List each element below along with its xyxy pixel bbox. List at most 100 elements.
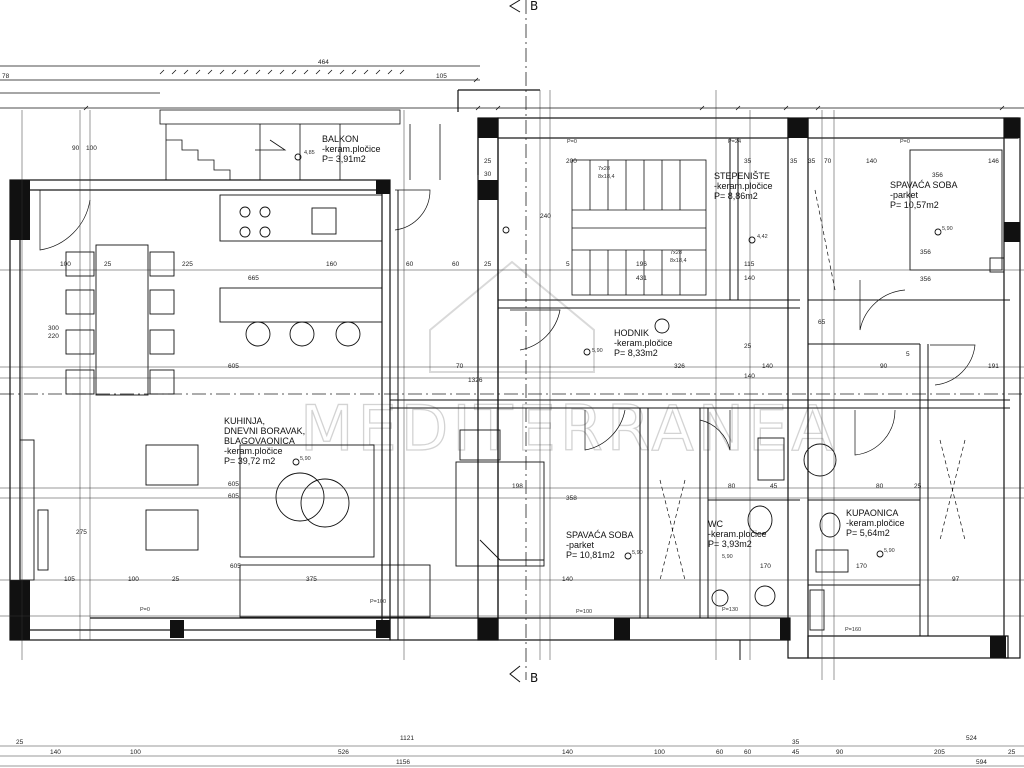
parapet: P=100 [576, 609, 592, 615]
dim: 100 [128, 576, 139, 583]
dim: 200 [566, 158, 577, 165]
dim: 196 [636, 261, 647, 268]
room-name: SPAVAĆA SOBA [566, 530, 634, 540]
dim: 45 [770, 483, 778, 490]
dim: 60 [744, 749, 752, 756]
dim: 326 [674, 363, 685, 370]
dim: 35 [744, 158, 752, 165]
room-level: 5,90 [592, 348, 603, 354]
balcony-stairs [159, 109, 441, 180]
room-line: P= 10,81m2 [566, 550, 615, 560]
main-stair [571, 159, 707, 296]
dim: 140 [50, 749, 61, 756]
dim: 240 [540, 213, 551, 220]
dim: 431 [636, 275, 647, 282]
room-level: 4,42 [757, 234, 768, 240]
dim: 35 [790, 158, 798, 165]
stair-labels: 7x28 8x18,4 7x28 8x18,4 [598, 166, 687, 264]
room-stepeniste: STEPENIŠTE -keram.pločice P= 8,86m2 4,42 [714, 171, 773, 240]
dim: 25 [744, 343, 752, 350]
dim: 665 [248, 275, 259, 282]
room-kuhinja: KUHINJA, DNEVNI BORAVAK, BLAGOVAONICA -k… [224, 416, 311, 466]
dim: 90 [880, 363, 888, 370]
dim: 605 [230, 563, 241, 570]
section-label-bottom: B [530, 671, 538, 685]
dims-bottom-row: 25 140 100 526 140 100 60 60 35 45 90 20… [16, 735, 1016, 766]
dim: 300 [48, 325, 59, 332]
dim: 594 [976, 759, 987, 766]
parapet: P=0 [900, 139, 910, 145]
stair-label: 8x18,4 [670, 258, 687, 264]
dim: 191 [988, 363, 999, 370]
dim: 100 [60, 261, 71, 268]
dim: 25 [172, 576, 180, 583]
dim: 25 [484, 158, 492, 165]
parapet-labels: P=0 P=100 P=24 P=0 P=100 P=130 P=160 P=0 [140, 139, 910, 633]
dim: 25 [914, 483, 922, 490]
dim: 356 [920, 276, 931, 283]
doors [39, 189, 976, 581]
room-line: P= 3,93m2 [708, 539, 752, 549]
partitions [389, 138, 1010, 660]
dim: 35 [808, 158, 816, 165]
room-line: P= 10,57m2 [890, 200, 939, 210]
room-line: P= 3,91m2 [322, 154, 366, 164]
stair-label: 8x18,4 [598, 174, 615, 180]
dim: 140 [744, 275, 755, 282]
dim: 170 [856, 563, 867, 570]
dim: 90 [72, 145, 80, 152]
dim: 524 [966, 735, 977, 742]
house-logo-icon [429, 260, 595, 373]
room-level: 5,90 [300, 456, 311, 462]
room-level: 4,85 [304, 150, 315, 156]
dim: 140 [744, 373, 755, 380]
room-line: -keram.pločice [714, 181, 773, 191]
dim: 140 [866, 158, 877, 165]
dim: 105 [64, 576, 75, 583]
dim: 45 [792, 749, 800, 756]
room-line: -parket [890, 190, 919, 200]
room-name: STEPENIŠTE [714, 171, 770, 181]
room-hodnik: HODNIK -keram.pločice P= 8,33m2 5,90 [592, 328, 673, 358]
dim: 605 [228, 493, 239, 500]
dim: 160 [326, 261, 337, 268]
parapet: P=160 [845, 627, 861, 633]
room-line: DNEVNI BORAVAK, [224, 426, 305, 436]
room-spavaca-2: SPAVAĆA SOBA -parket P= 10,81m2 5,90 [566, 530, 643, 560]
room-line: -keram.pločice [846, 518, 905, 528]
dim: 1326 [468, 377, 483, 384]
room-name: WC [708, 519, 723, 529]
dim: 605 [228, 481, 239, 488]
dim: 70 [824, 158, 832, 165]
room-spavaca-1: SPAVAĆA SOBA -parket P= 10,57m2 5,90 [890, 180, 958, 232]
parapet: P=24 [728, 139, 741, 145]
dim: 225 [182, 261, 193, 268]
stair-label: 7x28 [670, 250, 682, 256]
room-wc: WC -keram.pločice P= 3,93m2 5,90 [708, 519, 767, 560]
watermark: MEDITERRANEA [299, 260, 834, 466]
dim: 220 [48, 333, 59, 340]
parapet: P=130 [722, 607, 738, 613]
bathroom-fixtures [711, 437, 849, 631]
dim: 140 [562, 576, 573, 583]
dim: 60 [406, 261, 414, 268]
dim: 25 [104, 261, 112, 268]
top-ticks [83, 69, 1005, 111]
room-name: SPAVAĆA SOBA [890, 180, 958, 190]
room-line: P= 5,64m2 [846, 528, 890, 538]
kitchen-furniture [19, 194, 431, 618]
room-line: -keram.pločice [708, 529, 767, 539]
dims-kitchen-row: 100 25 225 665 160 60 60 25 5 [60, 261, 570, 282]
room-line: BLAGOVAONICA [224, 436, 295, 446]
room-line: P= 39,72 m2 [224, 456, 275, 466]
room-line: -keram.pločice [224, 446, 283, 456]
parapet: P=0 [567, 139, 577, 145]
dim: 70 [456, 363, 464, 370]
room-level: 5,90 [632, 550, 643, 556]
dim: 25 [16, 739, 24, 746]
room-name: KUHINJA, [224, 416, 265, 426]
dim: 65 [818, 319, 826, 326]
dim: 1156 [396, 759, 410, 766]
dim: 30 [484, 171, 492, 178]
